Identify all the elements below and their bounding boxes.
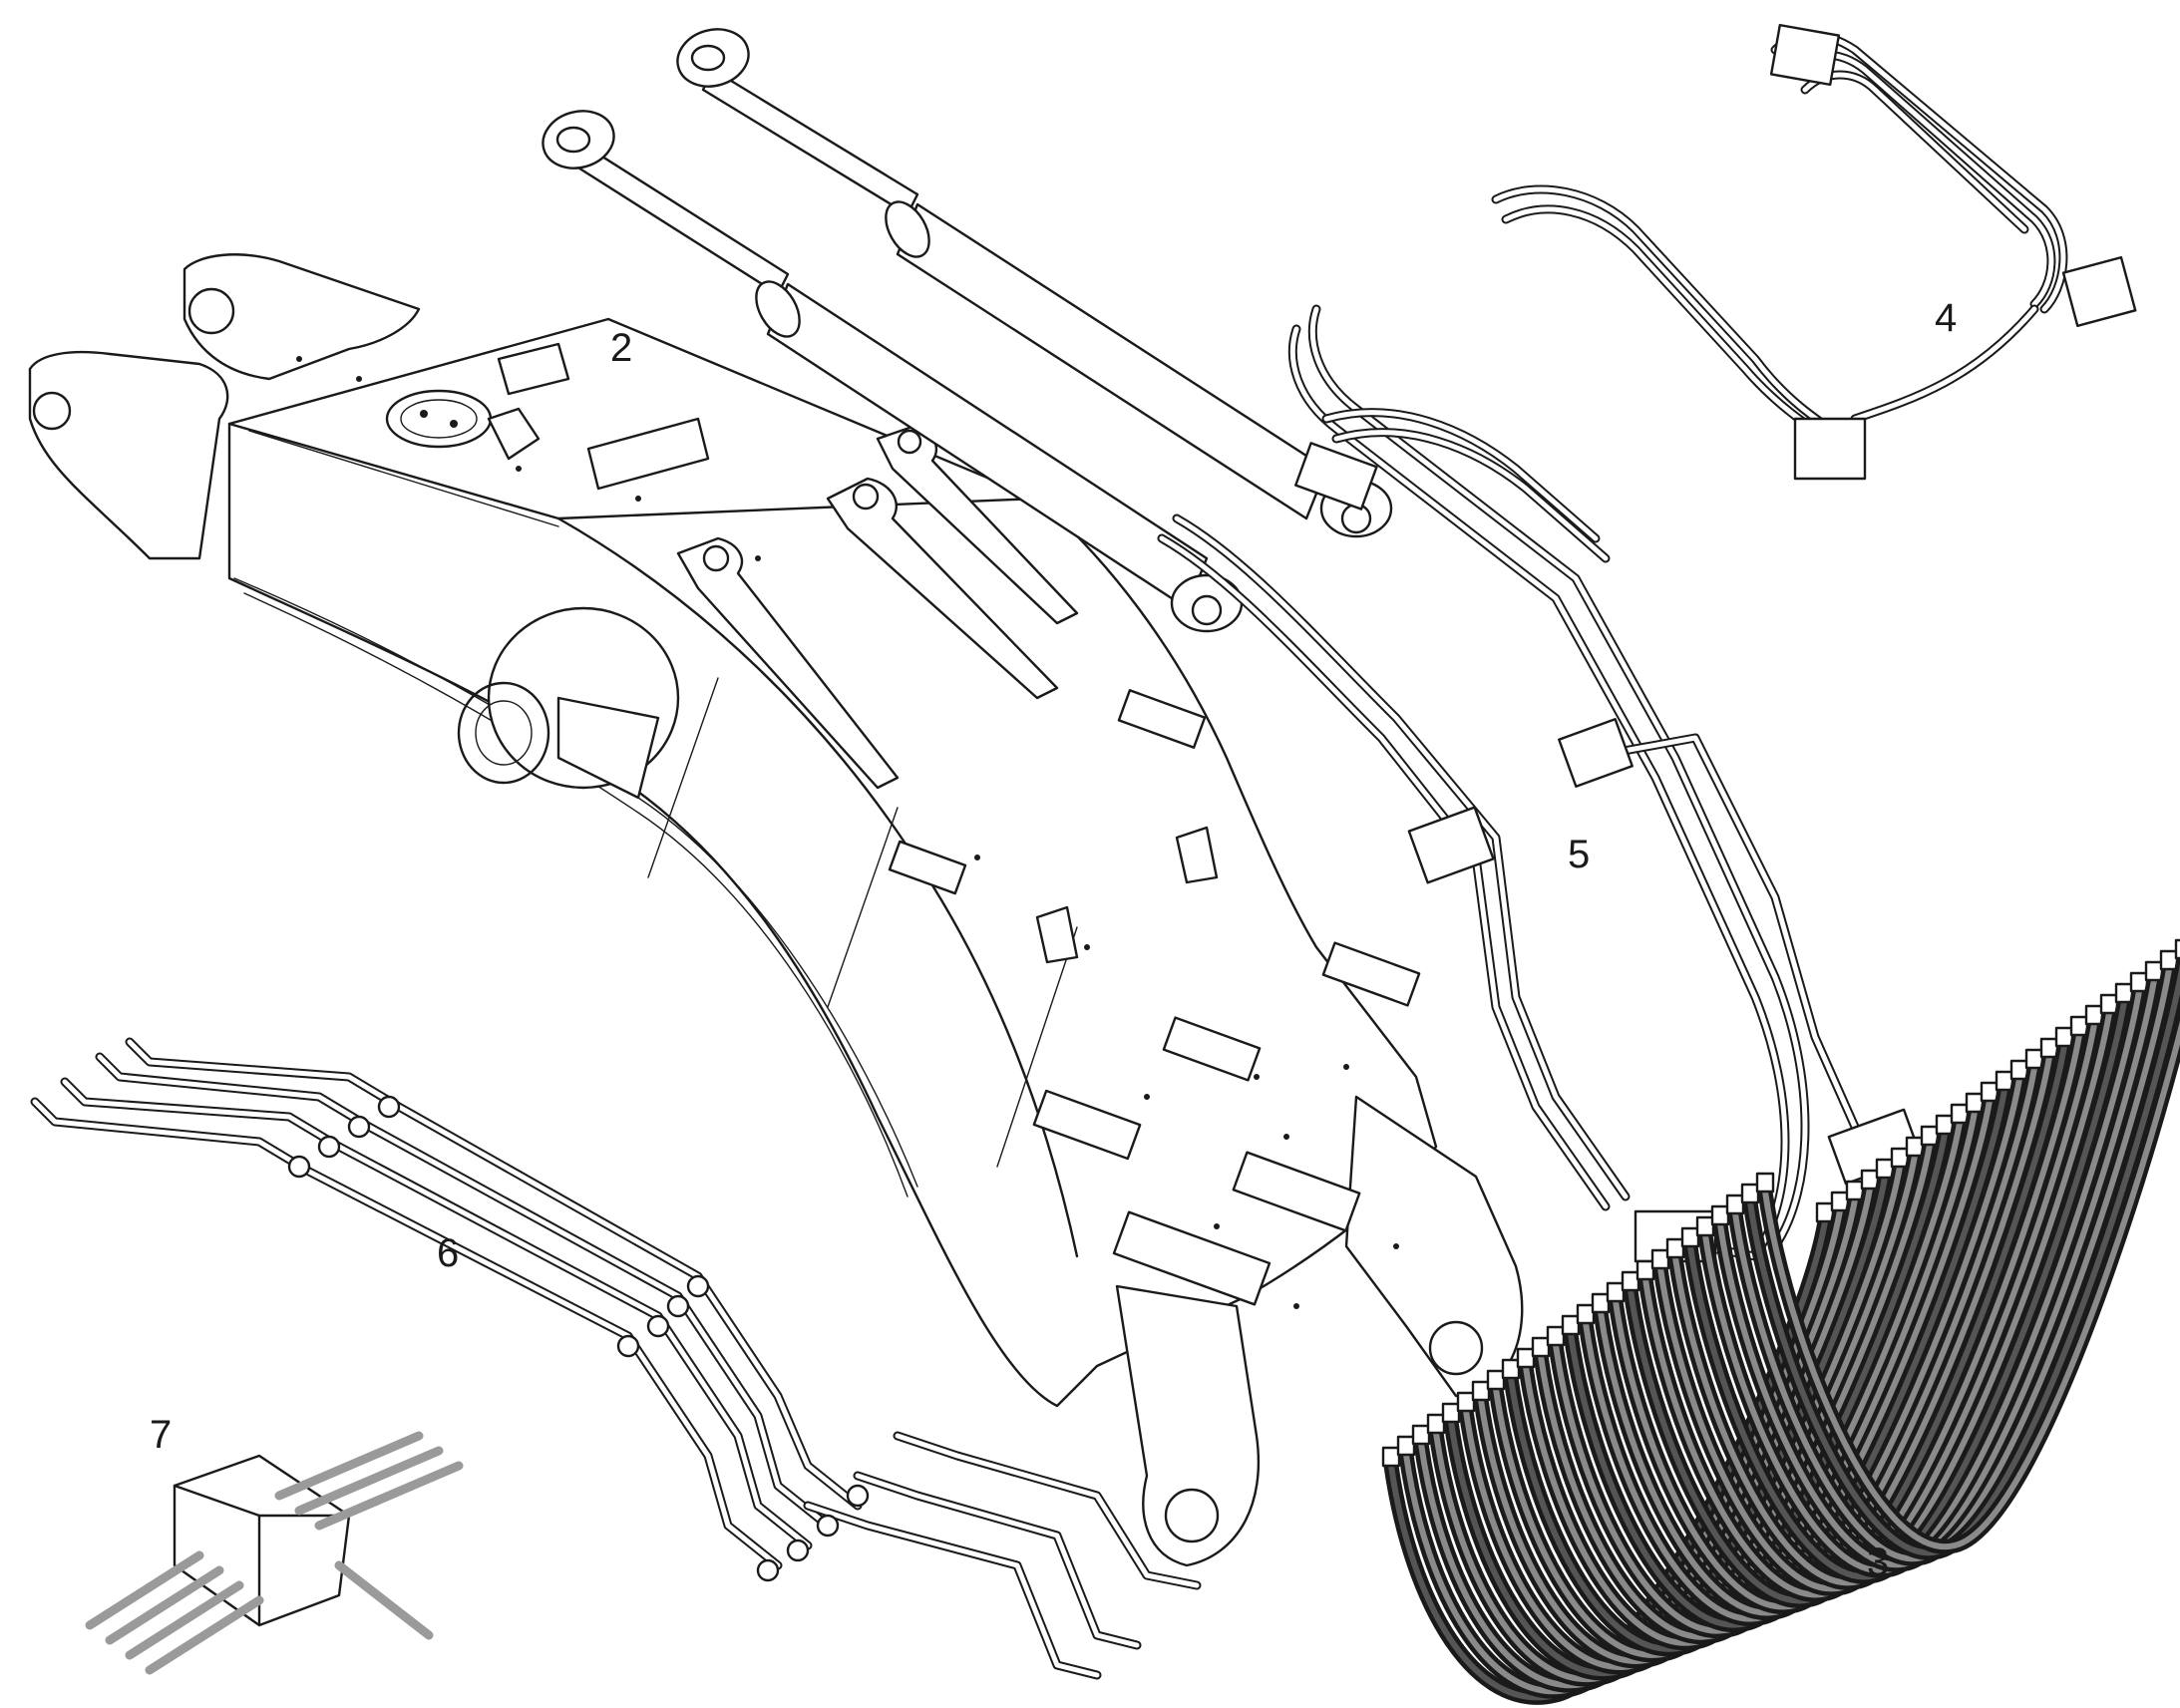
boom-rear-lug-left	[28, 351, 229, 560]
hose-end-fitting	[1411, 1424, 1431, 1446]
hose-end-fitting	[1501, 1358, 1521, 1380]
hose-end-fitting	[1396, 1435, 1416, 1457]
boom-front-lug-lower	[1115, 1284, 1261, 1567]
hose-end-fitting	[2129, 971, 2149, 993]
hose-end-fitting	[1695, 1215, 1715, 1237]
hose-end-fitting	[1950, 1103, 1970, 1125]
tube-fittings	[287, 1095, 870, 1582]
callout-hose-bundle: 3	[1867, 1540, 1889, 1584]
hose-end-fitting	[1965, 1092, 1985, 1114]
lift-cylinders	[542, 28, 1393, 633]
hose-end-fitting	[2069, 1015, 2089, 1037]
hose-end-fitting	[1740, 1183, 1760, 1204]
hose-end-fitting	[1546, 1325, 1566, 1347]
hose-end-fitting	[1680, 1226, 1700, 1248]
boom-rear-lug-right	[182, 253, 421, 381]
hose-clamp-plates	[497, 342, 1421, 1306]
hose-end-fitting	[2159, 949, 2179, 971]
hose-end-fitting	[1830, 1191, 1850, 1212]
hose-bundle-hose-core	[1762, 1020, 2180, 1550]
hose-end-fitting	[1471, 1380, 1491, 1402]
lift-cylinder-rod-lower	[571, 143, 790, 296]
lower-tube-set	[30, 1037, 1202, 1680]
hose-end-fitting	[1725, 1194, 1745, 1215]
hose-end-fitting	[1815, 1201, 1835, 1223]
hose-end-fitting	[1935, 1114, 1955, 1136]
hose-end-fitting	[2114, 982, 2134, 1004]
hose-end-fitting	[1576, 1303, 1596, 1325]
hose-end-fitting	[1606, 1281, 1626, 1303]
callout-lower-tubes: 6	[437, 1231, 459, 1275]
hose-end-fitting	[1995, 1070, 2014, 1092]
hose-end-fitting	[2009, 1059, 2029, 1081]
callout-upper-lines: 4	[1935, 296, 1957, 340]
cylinder-mount-brackets	[676, 425, 1079, 790]
hose-end-fitting	[1665, 1237, 1685, 1259]
hose-end-fitting	[1426, 1413, 1446, 1435]
hose-end-fitting	[2144, 960, 2164, 982]
lift-cylinder-rod-upper	[701, 68, 919, 216]
hose-end-fitting	[1845, 1180, 1865, 1201]
hose-end-fitting	[2024, 1048, 2044, 1070]
hose-end-fitting	[1635, 1259, 1655, 1281]
hose-end-fitting	[2099, 993, 2119, 1015]
hose-end-fitting	[1710, 1204, 1730, 1226]
hose-end-fitting	[2039, 1037, 2059, 1059]
hose-end-fitting	[1516, 1347, 1536, 1369]
hose-end-fitting	[2054, 1026, 2074, 1048]
callout-manifold: 7	[150, 1413, 172, 1457]
hose-end-fitting	[1980, 1081, 1999, 1103]
hose-end-fitting	[1591, 1292, 1611, 1314]
manifold-block	[85, 1431, 464, 1675]
side-hydraulic-lines	[1157, 304, 1923, 1263]
boom-rivets	[296, 356, 1399, 1309]
boom-assembly	[28, 253, 1524, 1567]
boom-top-hatch	[385, 389, 541, 461]
hose-end-fitting	[1650, 1248, 1670, 1270]
hose-end-fitting	[1456, 1391, 1476, 1413]
hose-bundle	[1381, 938, 2180, 1705]
hose-end-fitting	[2174, 938, 2180, 960]
hose-end-fitting	[2084, 1004, 2104, 1026]
hose-end-fitting	[1890, 1147, 1910, 1169]
hose-end-fitting	[1860, 1169, 1880, 1191]
hose-end-fitting	[1905, 1136, 1925, 1158]
hose-end-fitting	[1381, 1446, 1401, 1468]
hose-end-fitting	[1920, 1125, 1940, 1147]
hose-end-fitting	[1441, 1402, 1461, 1424]
callout-boom: 2	[610, 326, 632, 370]
upper-line-block	[1793, 417, 1867, 481]
hose-end-fitting	[1486, 1369, 1506, 1391]
hose-end-fitting	[1561, 1314, 1581, 1336]
callout-side-lines: 5	[1568, 833, 1590, 876]
hose-end-fitting	[1621, 1270, 1640, 1292]
hose-end-fitting	[1755, 1172, 1775, 1194]
boom-pivot-boss	[457, 606, 680, 800]
upper-hydraulic-lines	[1491, 23, 2137, 481]
hose-end-fitting	[1875, 1158, 1895, 1180]
hose-end-fitting	[1531, 1336, 1551, 1358]
